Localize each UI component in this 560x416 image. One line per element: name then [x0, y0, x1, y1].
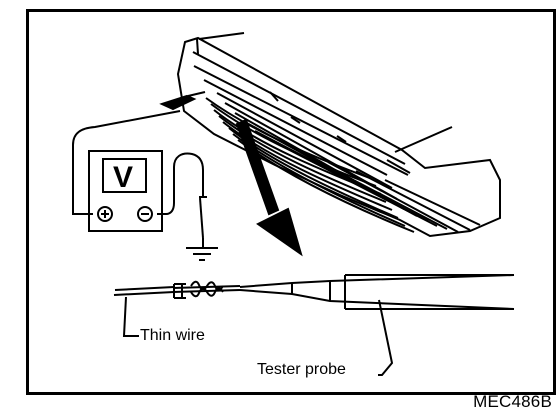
probe-lead-pin: [159, 91, 206, 111]
connector-housing: [176, 32, 501, 238]
voltmeter: [88, 150, 163, 232]
tester-probe-detail: [239, 274, 515, 310]
wire-bundle: [205, 97, 415, 233]
figure-code: MEC486B: [473, 392, 552, 411]
figure-frame: [26, 9, 556, 395]
thin-wire-detail: [113, 280, 241, 299]
label-leaders: [122, 296, 394, 376]
ground-icon: [186, 247, 218, 261]
meter-leads: [72, 110, 207, 248]
meter-v-label: V: [113, 161, 134, 194]
callout-arrow: [235, 118, 303, 257]
thin-wire-label: Thin wire: [140, 327, 205, 344]
tester-probe-label: Tester probe: [257, 361, 346, 378]
